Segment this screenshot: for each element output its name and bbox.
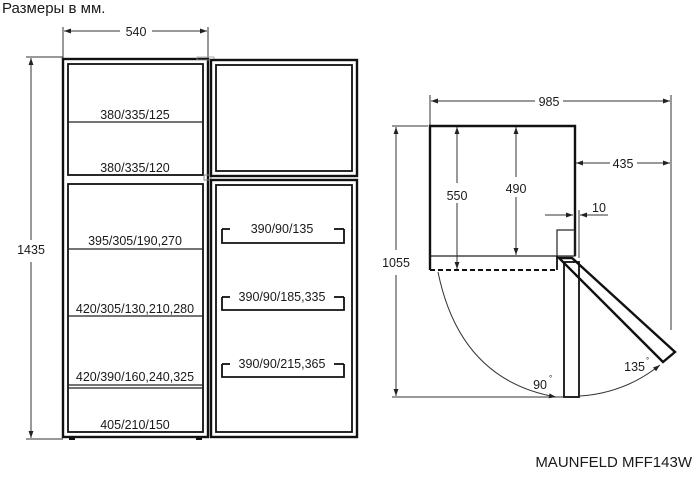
fridge-shelf-2-label: 420/305/130,210,280 [76, 302, 194, 316]
height-dim-label: 1435 [17, 243, 45, 257]
door-clearance-label: 435 [613, 157, 634, 171]
depth-total-label: 985 [539, 95, 560, 109]
degree-symbol-135: ° [646, 356, 649, 365]
page-title: Размеры в мм. [2, 0, 106, 17]
depth-490-label: 490 [506, 182, 527, 196]
front-view: 540 1435 380/335/125 380/335/120 [17, 25, 359, 440]
angle-90-label: 90 [533, 378, 547, 392]
degree-symbol-90: ° [549, 374, 552, 383]
fridge-shelf-3-label: 420/390/160,240,325 [76, 370, 194, 384]
freezer-shelf-1-label: 380/335/125 [100, 108, 170, 122]
side-height-label: 1055 [382, 256, 410, 270]
balcony-2-label: 390/90/185,335 [239, 290, 326, 304]
gap-10-label: 10 [592, 201, 606, 215]
side-view: 985 435 1055 550 490 10 [382, 95, 677, 399]
crisper-label: 405/210/150 [100, 418, 170, 432]
width-dim-label: 540 [126, 25, 147, 39]
model-name: MAUNFELD MFF143W [535, 454, 692, 471]
balcony-3-label: 390/90/215,365 [239, 357, 326, 371]
freezer-shelf-2-label: 380/335/120 [100, 161, 170, 175]
fridge-shelf-1-label: 395/305/190,270 [88, 234, 182, 248]
depth-550-label: 550 [447, 189, 468, 203]
balcony-1-label: 390/90/135 [251, 222, 314, 236]
angle-135-label: 135 [624, 360, 645, 374]
